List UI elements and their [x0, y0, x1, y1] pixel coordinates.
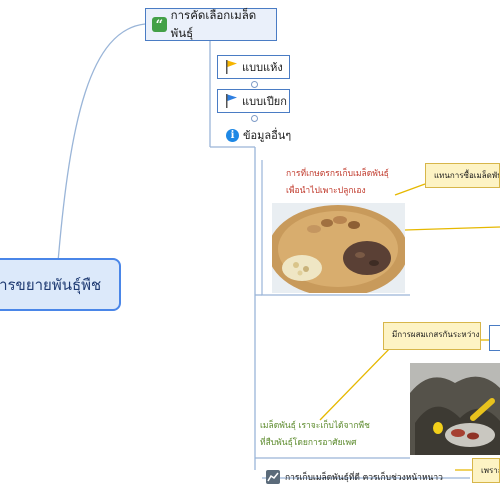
callout-buy-seeds[interactable]: แทนการซื้อเมล็ดพัน: [425, 163, 500, 188]
main-topic-seed-selection[interactable]: “ การคัดเลือกเมล็ดพันธุ์: [145, 8, 277, 41]
subtopic-wet[interactable]: แบบเปียก: [217, 89, 290, 113]
subtopic-wet-label: แบบเปียก: [242, 95, 287, 108]
central-topic[interactable]: การขยายพันธุ์พืช: [0, 258, 121, 311]
callout-text: มีการผสมเกสรกันระหว่าง: [392, 330, 480, 339]
note-farmer-seed-keeping[interactable]: การที่เกษตรกรเก็บเมล็ดพันธุ์ เพื่อนำไปเพ…: [286, 166, 401, 200]
subtopic-other-info-label: ข้อมูลอื่นๆ: [243, 129, 292, 142]
callout-continued[interactable]: [489, 325, 500, 351]
subtopic-other-info[interactable]: i ข้อมูลอื่นๆ: [226, 124, 316, 146]
note-line: การที่เกษตรกรเก็บเมล็ดพันธุ์: [286, 169, 389, 179]
quote-icon: “: [152, 17, 167, 33]
collapse-toggle[interactable]: [251, 115, 258, 122]
callout-because[interactable]: เพราะมี: [472, 458, 500, 483]
callout-text: เพราะมี: [481, 466, 499, 475]
topic-seed-keeping-winter[interactable]: การเก็บเมล็ดพันธุ์ที่ดี ควรเก็บช่วงหน้าห…: [266, 466, 456, 488]
plant-photo: [410, 363, 500, 455]
callout-text: แทนการซื้อเมล็ดพัน: [434, 171, 500, 180]
note-line: ที่สืบพันธุ์โดยการอาศัยเพศ: [260, 438, 357, 448]
yellow-flag-icon: [226, 60, 237, 74]
subtopic-dry-label: แบบแห้ง: [242, 61, 283, 74]
callout-pollination[interactable]: มีการผสมเกสรกันระหว่าง: [383, 322, 481, 350]
central-topic-label: การขยายพันธุ์พืช: [0, 275, 102, 294]
info-icon: i: [226, 128, 239, 142]
note-sexual-reproduction[interactable]: เมล็ดพันธุ์ เราจะเก็บได้จากพืช ที่สืบพัน…: [260, 418, 400, 452]
blue-flag-icon: [226, 94, 237, 108]
main-topic-label: การคัดเลือกเมล็ดพันธุ์: [170, 7, 257, 40]
note-line: เพื่อนำไปเพาะปลูกเอง: [286, 186, 366, 196]
topic-seed-keeping-label: การเก็บเมล็ดพันธุ์ที่ดี ควรเก็บช่วงหน้าห…: [285, 473, 443, 483]
seeds-tray-photo: [272, 203, 405, 293]
chart-icon: [266, 470, 280, 484]
collapse-toggle[interactable]: [251, 81, 258, 88]
note-line: เมล็ดพันธุ์ เราจะเก็บได้จากพืช: [260, 421, 370, 431]
subtopic-dry[interactable]: แบบแห้ง: [217, 55, 290, 79]
